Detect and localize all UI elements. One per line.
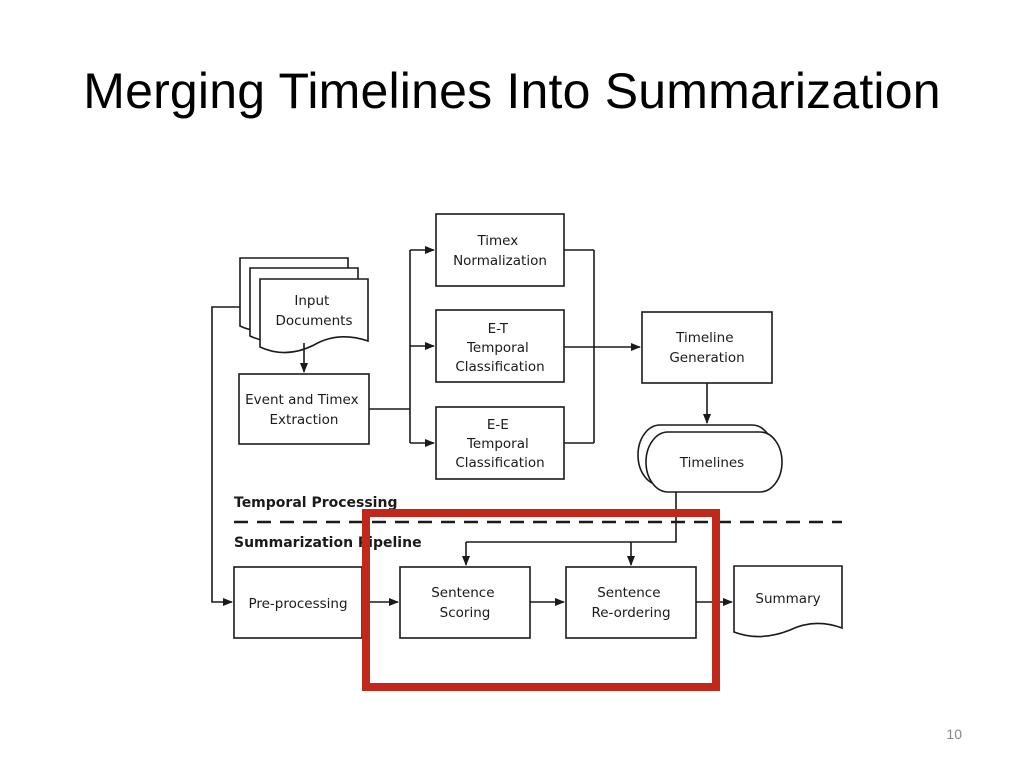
ee-label-1: E-E <box>487 417 509 433</box>
event-timex-label-2: Extraction <box>270 412 339 428</box>
line-timelines-down <box>466 492 677 543</box>
svg-text:Sentence Scoring: Sentence Scoring <box>431 585 499 621</box>
svg-text:Sentence Re-ordering: Sentence Re-ordering <box>591 585 670 621</box>
summary-label: Summary <box>755 591 820 607</box>
et-temporal-classification-node: E-T Temporal Classification <box>435 309 565 383</box>
ee-label-2: Temporal <box>466 436 529 452</box>
event-timex-extraction-node: Event and Timex Extraction <box>238 373 370 445</box>
sentence-reordering-label-1: Sentence <box>597 585 660 601</box>
input-documents-node: Input Documents <box>239 257 369 354</box>
summary-node: Summary <box>733 565 843 638</box>
ee-label-3: Classification <box>455 455 544 471</box>
et-label-1: E-T <box>488 321 509 337</box>
sentence-scoring-node: Sentence Scoring <box>399 566 531 639</box>
sentence-scoring-label-1: Sentence <box>431 585 494 601</box>
input-documents-label-1: Input <box>294 293 329 309</box>
temporal-processing-label: Temporal Processing <box>234 495 397 511</box>
timex-normalization-label-1: Timex <box>476 233 518 249</box>
sentence-scoring-label-2: Scoring <box>440 605 491 621</box>
arrow-input-to-preprocessing <box>211 306 240 606</box>
page-number: 10 <box>946 726 962 742</box>
input-documents-label-2: Documents <box>276 313 353 329</box>
slide-title: Merging Timelines Into Summarization <box>83 63 941 119</box>
sentence-reordering-node: Sentence Re-ordering <box>565 566 697 639</box>
highlight-box <box>362 509 720 691</box>
pre-processing-label: Pre-processing <box>248 596 347 612</box>
timeline-generation-node: Timeline Generation <box>641 311 773 384</box>
svg-text:Timex Normalization: Timex Normalization <box>453 233 547 269</box>
event-timex-label-1: Event and Timex <box>245 392 358 408</box>
svg-text:Event and Timex Extracti: Event and Timex Extraction <box>245 392 363 428</box>
timex-normalization-label-2: Normalization <box>453 253 547 269</box>
svg-text:Timeline Generation: Timeline Generation <box>669 330 744 366</box>
svg-text:E-E Temporal Class: E-E Temporal Classification <box>455 417 544 471</box>
svg-text:E-T Temporal Class: E-T Temporal Classification <box>455 321 544 375</box>
pre-processing-node: Pre-processing <box>233 566 363 639</box>
et-label-3: Classification <box>455 359 544 375</box>
svg-text:Input Documents: Input Documents <box>276 293 353 329</box>
ee-temporal-classification-node: E-E Temporal Classification <box>435 406 565 480</box>
connectors <box>211 246 733 606</box>
et-label-2: Temporal <box>466 340 529 356</box>
timeline-generation-label-1: Timeline <box>675 330 733 346</box>
timeline-generation-label-2: Generation <box>669 350 744 366</box>
summarization-pipeline-label: Summarization Pipeline <box>234 535 422 551</box>
timex-normalization-node: Timex Normalization <box>435 213 565 287</box>
sentence-reordering-label-2: Re-ordering <box>591 605 670 621</box>
timelines-node: Timelines <box>637 424 783 493</box>
timelines-label: Timelines <box>679 455 744 471</box>
